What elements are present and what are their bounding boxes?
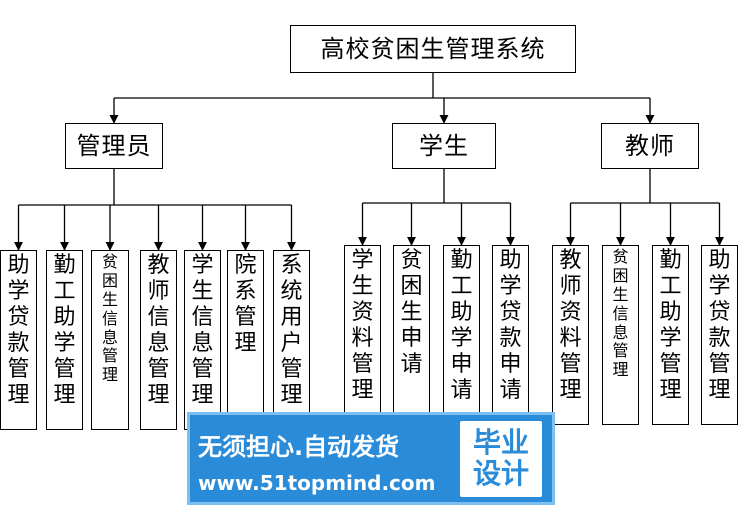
watermark-slogan: 无须担心.自动发货 [198,433,400,461]
leaf-node-s2-label: 贫困生申请 [400,248,423,377]
group-node-student: 学生 [392,123,496,169]
leaf-node-a4-label: 教师信息管理 [147,253,170,408]
leaf-node-t1: 教师资料管理 [552,245,589,425]
leaf-node-a4: 教师信息管理 [140,250,177,430]
group-node-admin: 管理员 [65,123,163,169]
leaf-node-t2-label: 贫困生信息管理 [612,247,629,380]
leaf-node-a3: 贫困生信息管理 [91,250,129,430]
leaf-node-a5: 学生信息管理 [184,250,221,430]
leaf-node-t4: 助学贷款管理 [701,245,738,425]
leaf-node-a2-label: 勤工助学管理 [53,253,76,408]
leaf-node-t3-label: 勤工助学管理 [659,248,682,403]
leaf-node-a6-label: 院系管理 [234,253,257,356]
watermark-text-area: 无须担心.自动发货 www.51topmind.com [190,415,458,502]
watermark-badge: 毕业 设计 [460,421,542,497]
leaf-node-t1-label: 教师资料管理 [559,248,582,403]
group-node-student-label: 学生 [419,132,469,160]
leaf-node-s4: 助学贷款申请 [492,245,529,425]
watermark-badge-line1: 毕业 [472,426,529,460]
leaf-node-a1-label: 助学贷款管理 [7,253,30,408]
leaf-node-a5-label: 学生信息管理 [191,253,214,408]
leaf-node-a2: 勤工助学管理 [46,250,83,430]
leaf-node-a3-label: 贫困生信息管理 [102,252,119,385]
group-node-admin-label: 管理员 [76,132,152,160]
leaf-node-s2: 贫困生申请 [393,245,430,425]
leaf-node-s1: 学生资料管理 [344,245,381,425]
leaf-node-a7-label: 系统用户管理 [280,253,303,408]
leaf-node-s1-label: 学生资料管理 [351,248,374,403]
leaf-node-s4-label: 助学贷款申请 [499,248,522,403]
leaf-node-a1: 助学贷款管理 [0,250,37,430]
watermark-badge-line2: 设计 [472,457,529,490]
root-node: 高校贫困生管理系统 [290,25,576,73]
watermark-banner: 无须担心.自动发货 www.51topmind.com 毕业 设计 [187,412,555,505]
root-node-label: 高校贫困生管理系统 [320,35,546,63]
group-node-teacher-label: 教师 [625,132,675,160]
leaf-node-t4-label: 助学贷款管理 [708,248,731,403]
group-node-teacher: 教师 [601,123,699,169]
watermark-url: www.51topmind.com [198,471,436,495]
leaf-node-s3-label: 勤工助学申请 [450,248,473,403]
leaf-node-a7: 系统用户管理 [273,250,310,430]
leaf-node-t2: 贫困生信息管理 [602,245,639,425]
leaf-node-t3: 勤工助学管理 [652,245,689,425]
leaf-node-s3: 勤工助学申请 [443,245,480,425]
leaf-node-a6: 院系管理 [227,250,264,430]
